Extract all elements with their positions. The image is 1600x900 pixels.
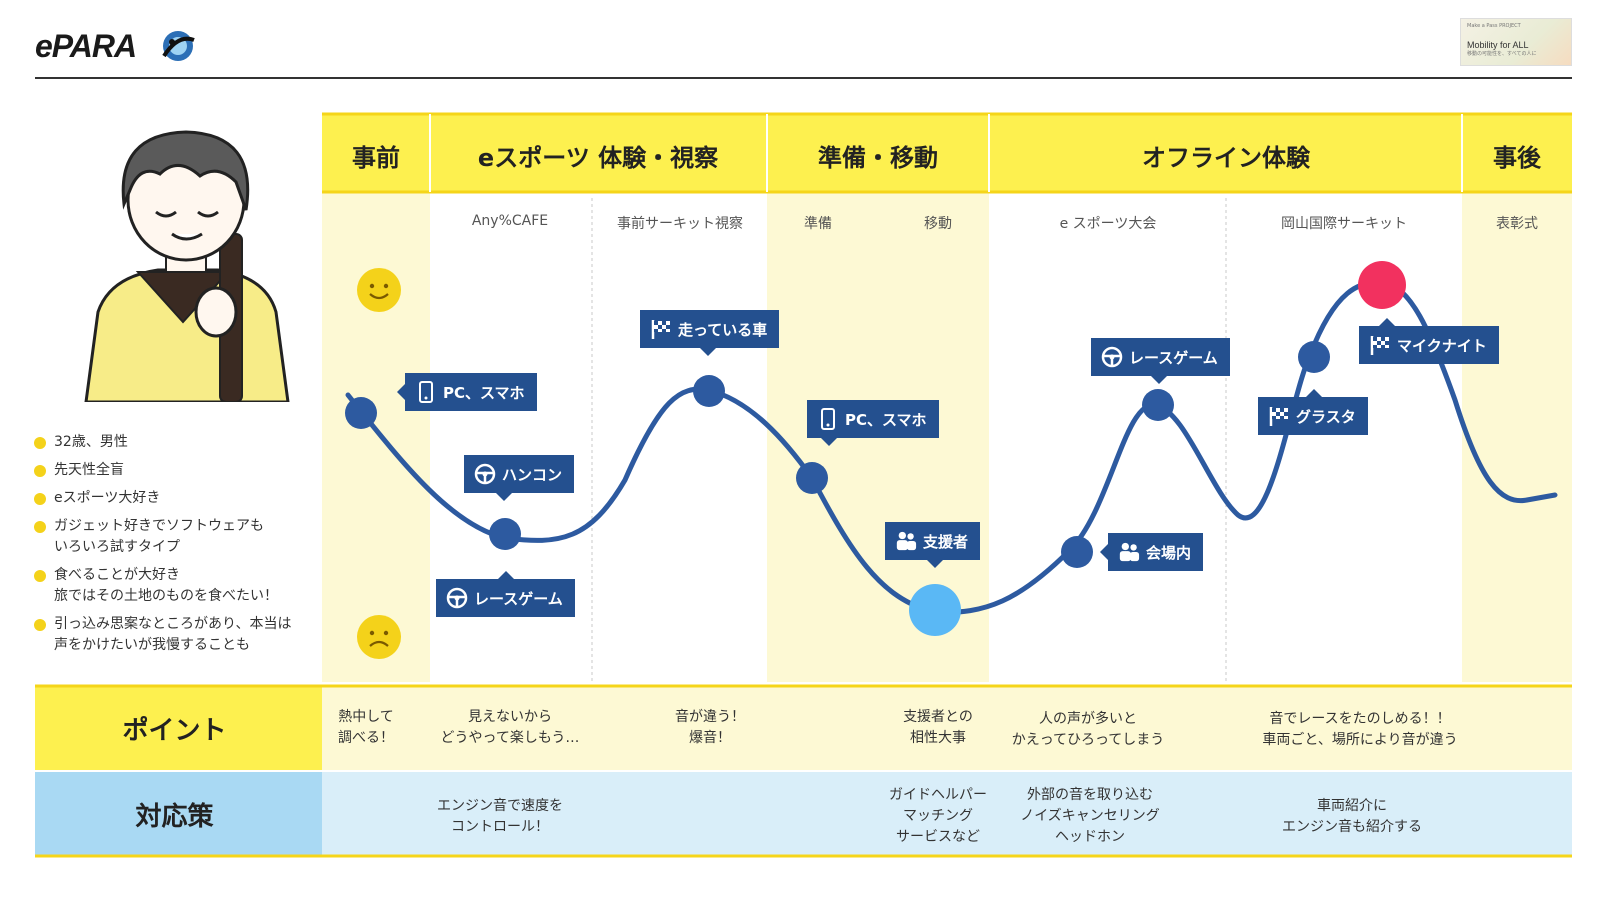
touchpoint-venue: 会場内 <box>1099 533 1204 571</box>
profile-item: 先天性全盲 <box>34 460 324 481</box>
profile-item: 引っ込み思案なところがあり、本当は 声をかけたいが我慢することも <box>34 614 324 656</box>
steering-wheel-icon <box>446 587 468 609</box>
curve-point-pc-smartphone <box>345 397 377 429</box>
profile-item: 32歳、男性 <box>34 432 324 453</box>
solution-cell: 外部の音を取り込む ノイズキャンセリング ヘッドホン <box>1020 787 1160 845</box>
people-icon <box>1118 541 1140 563</box>
profile-item: 食べることが大好き 旅ではその土地のものを食べたい！ <box>34 565 324 607</box>
epara-mark-icon <box>162 31 195 61</box>
stage-before: 事前 <box>352 144 400 172</box>
point-cell: 音でレースをたのしめる！！ 車両ごと、場所により音が違う <box>1262 711 1458 748</box>
profile-item: eスポーツ大好き <box>34 488 324 509</box>
curve-point-hancon <box>489 518 521 550</box>
smiley-sad-icon <box>357 615 401 659</box>
stage-prep-move: 準備・移動 <box>818 144 938 172</box>
people-icon <box>895 530 917 552</box>
point-cell: 音が違う！ 爆音！ <box>675 709 745 746</box>
substage-circuit-visit: 事前サーキット視察 <box>617 216 743 232</box>
touchpoint-pc-smartphone: PC、スマホ <box>397 373 537 411</box>
touchpoint-race-game-cafe: レースゲーム <box>436 571 575 617</box>
persona-profile-list: 32歳、男性 先天性全盲 eスポーツ大好き ガジェット好きでソフトウェアも いろ… <box>34 432 324 663</box>
substage-prep: 準備 <box>804 216 832 232</box>
curve-high-point <box>1358 261 1406 309</box>
substage-okayama-circuit: 岡山国際サーキット <box>1281 216 1407 232</box>
substage-esports-tournament: e スポーツ大会 <box>1059 216 1157 232</box>
stage-after: 事後 <box>1493 144 1541 172</box>
point-cell: 熱中して 調べる！ <box>338 709 394 746</box>
point-cell: 支援者との 相性大事 <box>903 709 973 746</box>
smartphone-icon <box>817 408 839 430</box>
curve-point-grasta <box>1298 341 1330 373</box>
stage-offline-experience: オフライン体験 <box>1142 144 1310 172</box>
persona-avatar <box>84 130 290 402</box>
point-cell: 人の声が多いと かえってひろってしまう <box>1011 711 1165 748</box>
touchpoint-grasta: グラスタ <box>1258 389 1368 435</box>
profile-item: ガジェット好きでソフトウェアも いろいろ試すタイプ <box>34 516 324 558</box>
curve-point-running-car <box>693 375 725 407</box>
solution-cell: エンジン音で速度を コントロール！ <box>437 798 563 835</box>
epara-logo: ePARA <box>35 28 137 64</box>
stage-esports-experience: eスポーツ 体験・視察 <box>477 144 719 172</box>
steering-wheel-icon <box>1101 346 1123 368</box>
curve-point-race-game <box>1142 389 1174 421</box>
solution-cell: ガイドヘルパー マッチング サービスなど <box>889 787 987 845</box>
touchpoint-hancon: ハンコン <box>464 455 575 501</box>
touchpoint-running-car: 走っている車 <box>640 310 780 356</box>
curve-point-venue <box>1061 536 1093 568</box>
substage-any-cafe: Any%CAFE <box>471 213 549 229</box>
mobility-for-all-badge: Make a Pass PROJECT Mobility for ALL 移動の… <box>1460 18 1572 66</box>
point-row-label: ポイント <box>122 715 227 746</box>
touchpoint-race-game-tournament: レースゲーム <box>1091 338 1230 384</box>
touchpoint-prep-pc-smartphone: PC、スマホ <box>807 400 939 446</box>
curve-point-prep-smartphone <box>796 462 828 494</box>
checkered-flag-icon <box>1268 405 1290 427</box>
substage-award-ceremony: 表彰式 <box>1496 216 1538 232</box>
checkered-flag-icon <box>1369 334 1391 356</box>
smartphone-icon <box>415 381 437 403</box>
header-divider <box>35 77 1572 79</box>
substage-move: 移動 <box>924 216 952 232</box>
touchpoint-mic-knight: マイクナイト <box>1359 318 1499 364</box>
steering-wheel-icon <box>474 463 496 485</box>
solution-row-label: 対応策 <box>135 801 214 832</box>
smiley-happy-icon <box>357 268 401 312</box>
touchpoint-supporter: 支援者 <box>885 522 981 568</box>
curve-low-point <box>909 584 961 636</box>
point-cell: 見えないから どうやって楽しもう… <box>440 709 580 746</box>
solution-cell: 車両紹介に エンジン音も紹介する <box>1282 798 1422 835</box>
checkered-flag-icon <box>650 318 672 340</box>
